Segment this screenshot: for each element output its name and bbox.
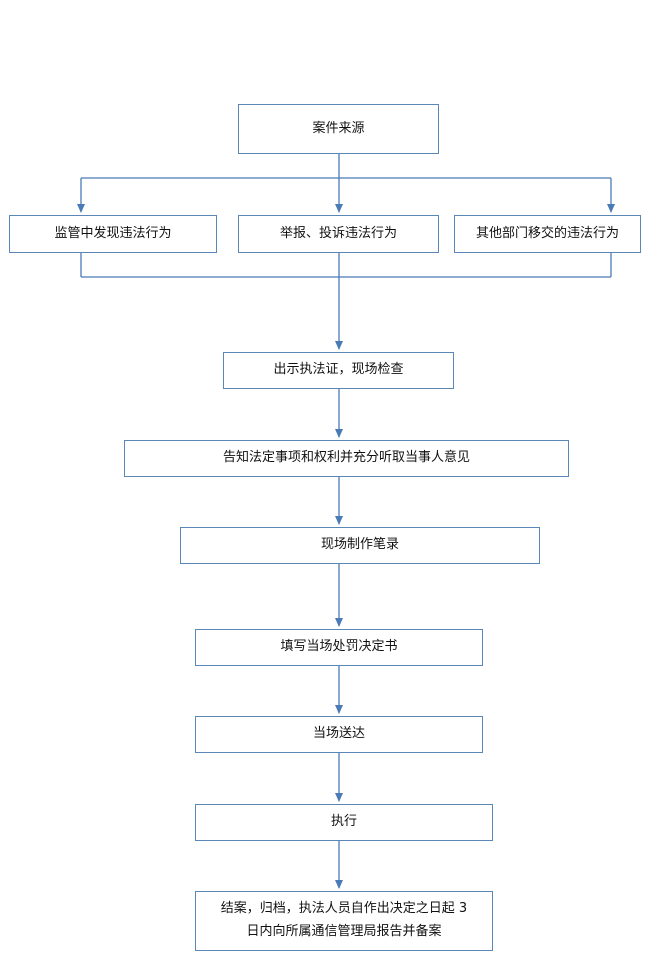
node-onsite-record-label: 现场制作笔录	[320, 537, 399, 553]
node-deliver-onsite: 当场送达	[195, 716, 483, 753]
node-fill-decision: 填写当场处罚决定书	[195, 629, 483, 666]
node-supervision-violation-label: 监管中发现违法行为	[54, 225, 172, 241]
node-show-certificate-label: 出示执法证，现场检查	[273, 362, 404, 378]
node-report-complaint: 举报、投诉违法行为	[238, 215, 439, 253]
node-report-complaint-label: 举报、投诉违法行为	[279, 225, 397, 241]
node-close-case-line2: 日内向所属通信管理局报告并备案	[246, 924, 442, 939]
node-case-source: 案件来源	[238, 104, 439, 154]
node-inform-rights: 告知法定事项和权利并充分听取当事人意见	[124, 440, 569, 477]
node-inform-rights-label: 告知法定事项和权利并充分听取当事人意见	[222, 450, 470, 466]
node-execute-label: 执行	[330, 814, 357, 830]
node-transfer-violation: 其他部门移交的违法行为	[454, 215, 641, 253]
node-case-source-label: 案件来源	[312, 120, 365, 136]
node-execute: 执行	[195, 804, 493, 841]
node-close-case: 结案，归档，执法人员自作出决定之日起 3 日内向所属通信管理局报告并备案	[195, 891, 493, 951]
node-transfer-violation-label: 其他部门移交的违法行为	[475, 225, 619, 241]
node-close-case-text: 结案，归档，执法人员自作出决定之日起 3 日内向所属通信管理局报告并备案	[221, 898, 467, 944]
node-supervision-violation: 监管中发现违法行为	[9, 215, 217, 253]
node-deliver-onsite-label: 当场送达	[312, 726, 365, 742]
node-close-case-line1: 结案，归档，执法人员自作出决定之日起 3	[220, 901, 468, 917]
node-show-certificate: 出示执法证，现场检查	[223, 352, 454, 389]
node-onsite-record: 现场制作笔录	[180, 527, 540, 564]
node-fill-decision-label: 填写当场处罚决定书	[280, 639, 398, 655]
